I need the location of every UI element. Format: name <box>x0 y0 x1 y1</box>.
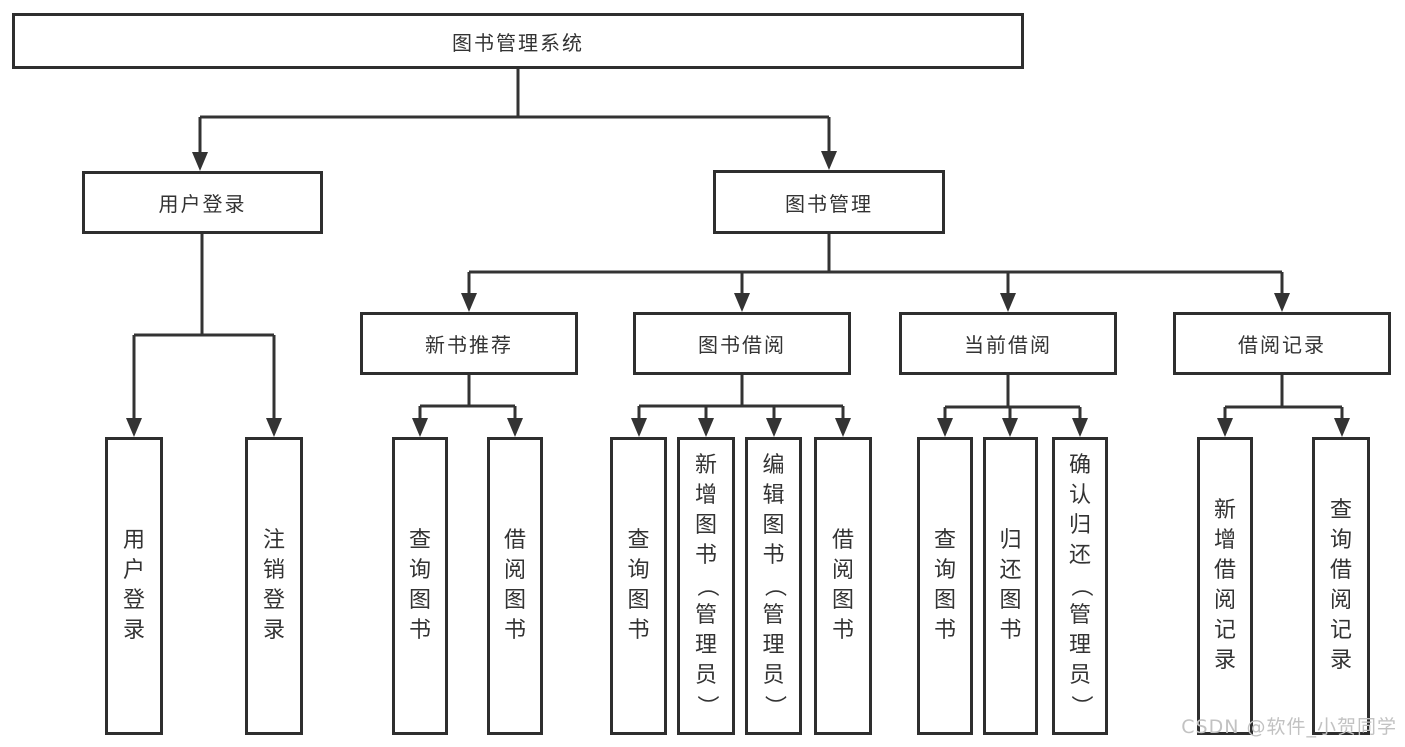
node-book-management: 图书管理 <box>713 170 945 234</box>
node-current-borrowing: 当前借阅 <box>899 312 1117 375</box>
node-book-borrowing: 图书借阅 <box>633 312 851 375</box>
leaf-user-login: 用户登录 <box>105 437 163 735</box>
leaf-add-books-admin: 新增图书（管理员） <box>677 437 735 735</box>
leaf-query-borrow-record: 查询借阅记录 <box>1312 437 1370 735</box>
leaf-add-borrow-record: 新增借阅记录 <box>1197 437 1253 735</box>
arrowheads <box>126 151 1350 437</box>
leaf-borrow-books-recommend: 借阅图书 <box>487 437 543 735</box>
node-borrowing-records: 借阅记录 <box>1173 312 1391 375</box>
csdn-watermark: CSDN @软件_小贺同学 <box>1181 716 1397 738</box>
leaf-logout: 注销登录 <box>245 437 303 735</box>
leaf-confirm-return-admin: 确认归还（管理员） <box>1052 437 1108 735</box>
node-new-book-recommendation: 新书推荐 <box>360 312 578 375</box>
leaf-borrow-books-borrowing: 借阅图书 <box>814 437 872 735</box>
leaf-query-books-recommend: 查询图书 <box>392 437 448 735</box>
node-user-login: 用户登录 <box>82 171 323 234</box>
leaf-query-books-borrowing: 查询图书 <box>610 437 667 735</box>
leaf-return-books: 归还图书 <box>983 437 1038 735</box>
leaf-query-books-current: 查询图书 <box>917 437 973 735</box>
node-library-management-system: 图书管理系统 <box>12 13 1024 69</box>
leaf-edit-books-admin: 编辑图书（管理员） <box>745 437 802 735</box>
